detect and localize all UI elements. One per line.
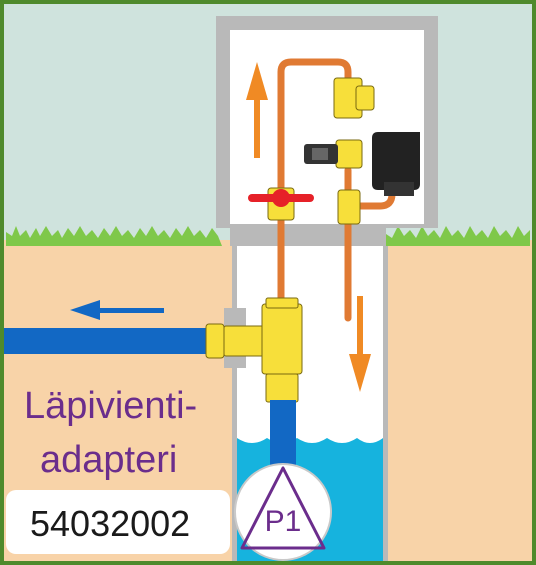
well-casing-right bbox=[383, 246, 388, 562]
pressure-gauge-sensor bbox=[304, 144, 338, 164]
flow-arrow-left bbox=[70, 300, 164, 320]
caption-line-2: adapteri bbox=[40, 439, 177, 481]
valve-fittings bbox=[333, 77, 375, 225]
enclosure-base-plate bbox=[230, 228, 386, 246]
pump-triangle bbox=[240, 466, 326, 550]
pressure-switch-box bbox=[372, 132, 420, 196]
ball-valve bbox=[248, 187, 314, 221]
pump-body bbox=[234, 463, 332, 561]
part-number-box: 54032002 bbox=[6, 490, 230, 554]
pump-label: P1 bbox=[265, 505, 302, 538]
grass bbox=[6, 226, 530, 246]
flow-arrow-up bbox=[246, 62, 268, 158]
outlet-pipe bbox=[0, 328, 216, 354]
part-number: 54032002 bbox=[30, 503, 190, 544]
tee-fitting bbox=[205, 297, 303, 403]
pump: P1 bbox=[234, 463, 332, 561]
caption-line-1: Läpivienti- bbox=[24, 385, 197, 427]
flow-arrow-down bbox=[349, 296, 371, 392]
well-casing-left bbox=[232, 246, 237, 562]
